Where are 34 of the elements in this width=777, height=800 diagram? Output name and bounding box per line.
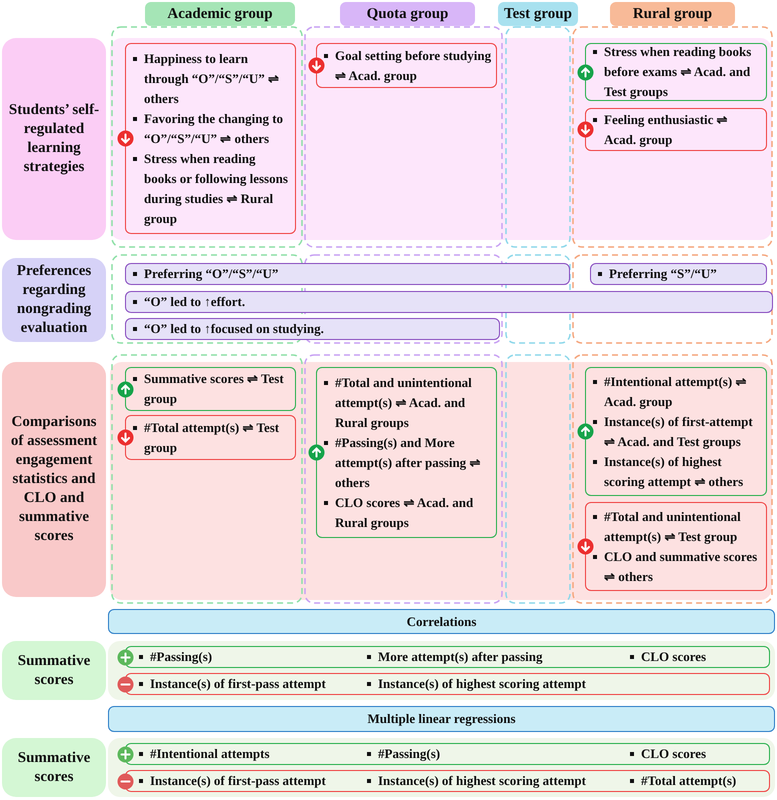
header-text: Test group [504,6,572,22]
section-title: Multiple linear regressions [367,711,516,727]
finding-box [585,502,767,591]
column-header [145,2,295,26]
finding-row [125,743,770,765]
row-label-box [2,362,106,597]
header-text: Quota group [366,6,448,22]
row-label-box [2,38,106,240]
column-header [610,2,735,26]
section-bar [108,706,775,732]
finding-row [125,673,770,695]
section-title: Correlations [406,614,476,630]
section-bar [108,609,775,634]
column-header [340,2,475,26]
finding-box [125,43,296,234]
finding-box [316,43,497,88]
row-label-text: Summative scores [16,652,92,690]
finding-row [125,770,770,792]
row-label-text: Students’ self-regulated learning strategies [8,101,100,177]
row-label-text: Preferences regarding nongrading evaluation [16,262,92,338]
header-text: Rural group [632,6,712,22]
finding-box [125,415,296,460]
finding-box [585,367,767,496]
header-text: Academic group [167,6,273,22]
preference-box [590,263,767,285]
row-label-box [2,641,106,700]
row-label-text: Summative scores [16,748,92,786]
row-label-box [2,738,106,797]
finding-row [125,646,770,668]
column-header [498,2,578,26]
finding-box [125,367,296,411]
finding-box [316,367,497,538]
row-label-box [2,258,106,342]
row-label-text: Comparisons of assessment engagement statistics and CLO and summative scores [10,413,98,546]
